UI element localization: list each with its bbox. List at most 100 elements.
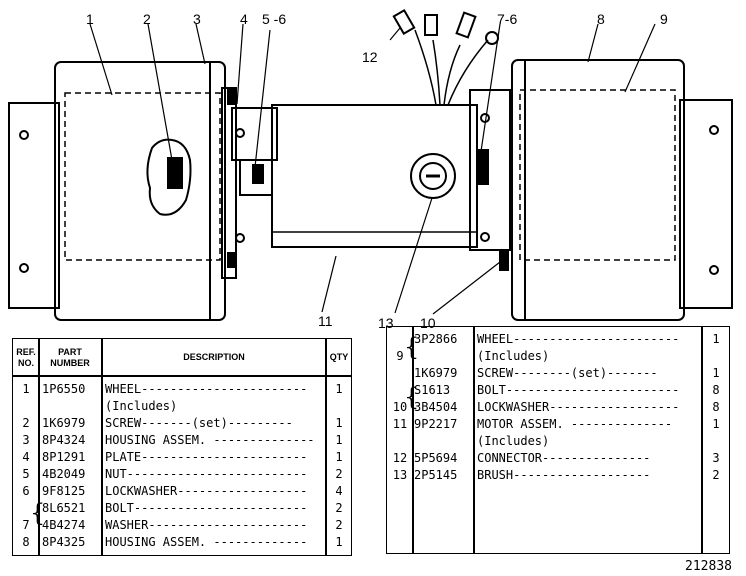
description-cell: (Includes): [477, 434, 550, 448]
ref-brace-10: {: [404, 383, 420, 411]
table-row: 8L6521 BOLT------------------------ 2: [13, 500, 351, 517]
description-cell: WHEEL-----------------------: [105, 382, 308, 396]
connector-2: [424, 14, 438, 36]
ref-no-cell: 3: [22, 433, 30, 447]
part-number-cell: 1P6550: [42, 382, 86, 396]
table-row: 3P2866 WHEEL----------------------- 1: [387, 331, 729, 348]
left-plate-hole-bottom: [19, 263, 29, 273]
callout-7-6: 7-6: [497, 11, 517, 27]
table-row: 11 9P2217 MOTOR ASSEM. -------------- 1: [387, 416, 729, 433]
table-row: (Includes): [13, 398, 351, 415]
qty-cell: 3: [712, 451, 720, 465]
part-number-cell: 3B4504: [414, 400, 458, 414]
ref-no-cell: 8: [22, 535, 30, 549]
callout-1: 1: [86, 11, 94, 27]
qty-cell: 1: [712, 366, 720, 380]
left-housing: [54, 61, 226, 321]
description-cell: LOCKWASHER------------------: [477, 400, 680, 414]
ring-terminal: [485, 31, 499, 45]
right-mounting-plate: [679, 99, 733, 309]
description-cell: (Includes): [105, 399, 178, 413]
ref-brace-7: {: [30, 499, 46, 527]
part-number-cell: 8L6521: [42, 501, 86, 515]
parts-table-left: REF. NO. PART NUMBER DESCRIPTION QTY { 1…: [12, 338, 352, 556]
part-number-cell: 9P2217: [414, 417, 458, 431]
description-cell: CONNECTOR---------------: [477, 451, 651, 465]
part-number-cell: 3P2866: [414, 332, 458, 346]
qty-cell: 1: [712, 417, 720, 431]
description-cell: SCREW--------(set)-------: [477, 366, 658, 380]
description-cell: WASHER----------------------: [105, 518, 308, 532]
header-ref-no: REF. NO.: [16, 347, 36, 368]
part-number-cell: 8P1291: [42, 450, 86, 464]
qty-cell: 1: [712, 332, 720, 346]
ref-no-cell: 4: [22, 450, 30, 464]
description-cell: LOCKWASHER------------------: [105, 484, 308, 498]
qty-cell: 8: [712, 383, 720, 397]
callout-8: 8: [597, 11, 605, 27]
qty-cell: 1: [335, 535, 343, 549]
left-plate-hole-top: [19, 130, 29, 140]
part-number-cell: 5P5694: [414, 451, 458, 465]
connector-1: [392, 8, 416, 36]
callout-4: 4: [240, 11, 248, 27]
ref-no-cell: 13: [392, 468, 408, 482]
qty-cell: 1: [335, 433, 343, 447]
description-cell: BOLT------------------------: [477, 383, 680, 397]
table-row: 4 8P1291 PLATE----------------------- 1: [13, 449, 351, 466]
qty-cell: 4: [335, 484, 343, 498]
qty-cell: 2: [335, 501, 343, 515]
part-number-cell: 2P5145: [414, 468, 458, 482]
part-number-cell: S1613: [414, 383, 451, 397]
callout-5-6: 5 -6: [262, 11, 286, 27]
callout-13: 13: [378, 315, 394, 331]
header-qty: QTY: [329, 352, 349, 362]
part-number-cell: 8P4325: [42, 535, 86, 549]
description-cell: MOTOR ASSEM. --------------: [477, 417, 673, 431]
callout-9: 9: [660, 11, 668, 27]
description-cell: WHEEL-----------------------: [477, 332, 680, 346]
description-cell: HOUSING ASSEM. --------------: [105, 433, 315, 447]
part-number-cell: 1K6979: [42, 416, 86, 430]
table-row: (Includes): [387, 433, 729, 450]
header-part-number: PART NUMBER: [50, 347, 90, 368]
qty-cell: 1: [335, 416, 343, 430]
left-flange: [221, 87, 237, 279]
part-number-cell: 4B2049: [42, 467, 86, 481]
ref-no-cell: 9: [396, 349, 404, 363]
description-cell: PLATE-----------------------: [105, 450, 308, 464]
ref-no-cell: 2: [22, 416, 30, 430]
ref-no-cell: 7: [22, 518, 30, 532]
ref-no-cell: 1: [22, 382, 30, 396]
qty-cell: 1: [335, 382, 343, 396]
ref-no-cell: 12: [392, 451, 408, 465]
connector-3: [455, 11, 477, 39]
table-row: 8 8P4325 HOUSING ASSEM. ------------- 1: [13, 534, 351, 551]
callout-2: 2: [143, 11, 151, 27]
callout-11: 11: [318, 313, 333, 329]
left-plate: [231, 107, 278, 161]
qty-cell: 2: [335, 518, 343, 532]
part-number-cell: 8P4324: [42, 433, 86, 447]
callout-10: 10: [420, 315, 436, 331]
description-cell: BOLT------------------------: [105, 501, 308, 515]
table-row: 9 (Includes): [387, 348, 729, 365]
table-row: 1K6979 SCREW--------(set)-------1: [387, 365, 729, 382]
ref-no-cell: 10: [392, 400, 408, 414]
description-cell: SCREW-------(set)---------: [105, 416, 293, 430]
blower-assembly-diagram: 1 2 3 4 5 -6 7-6 8 9 10 11 12 13: [8, 8, 733, 331]
qty-cell: 2: [712, 468, 720, 482]
left-mounting-plate: [8, 102, 60, 309]
qty-cell: 1: [335, 450, 343, 464]
qty-cell: 2: [335, 467, 343, 481]
description-cell: HOUSING ASSEM. -------------: [105, 535, 308, 549]
ref-no-cell: 5: [22, 467, 30, 481]
brush-cap: [410, 153, 456, 199]
part-number-cell: 4B4274: [42, 518, 86, 532]
ref-no-cell: 11: [392, 417, 408, 431]
